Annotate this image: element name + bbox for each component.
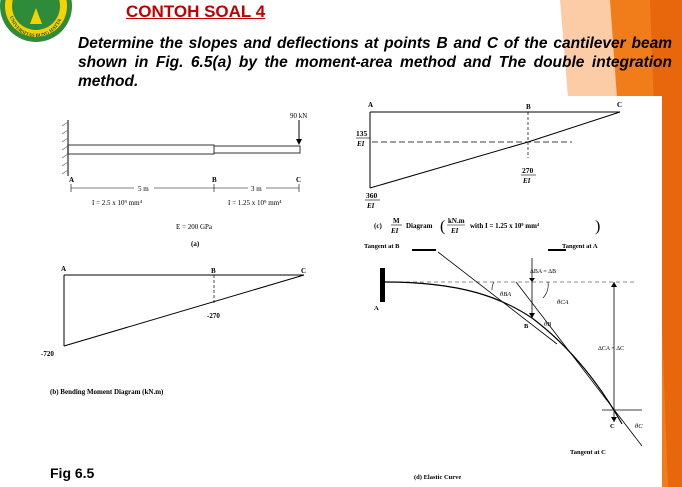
mei-point-a-label: A: [368, 101, 373, 109]
tangent-a-label: Tangent at A: [562, 243, 598, 250]
figure-d-elastic-curve: Tangent at B Tangent at A A ΔBA = ΔB ΔCA…: [364, 243, 643, 481]
figure-label: Fig 6.5: [50, 465, 95, 481]
mei-point-b-label: B: [526, 103, 531, 111]
tangent-at-b-line: [437, 251, 558, 345]
delta-ca-label: ΔCA = ΔC: [598, 346, 624, 352]
beam-segment-bc: [213, 145, 301, 154]
theta-b-label: θB: [544, 321, 551, 328]
mei-point-c-label: C: [617, 101, 622, 109]
beam-segment-ab: [67, 144, 215, 155]
elastic-support: [380, 268, 385, 302]
theta-ba-label: θBA: [500, 291, 511, 298]
mei-segment-ab: [369, 141, 529, 189]
fixed-support-hatch: [61, 121, 69, 175]
mei-value-270-num: 270: [522, 166, 534, 175]
mei-value-360-num: 360: [366, 191, 378, 200]
bmd-moment-line: [63, 274, 305, 347]
figure-b-caption: (b) Bending Moment Diagram (kN.m): [50, 388, 164, 396]
figure-c-paren-close: ): [595, 218, 600, 235]
theta-c-label: θC: [635, 423, 643, 430]
figure-d-caption: (d) Elastic Curve: [414, 474, 461, 481]
point-c-label: C: [296, 176, 301, 184]
bmd-value-b: -270: [207, 312, 220, 320]
figure-c-m-ei-diagram: A B C 135 EI 270 EI 360 EI (c) M EI Diag…: [356, 101, 622, 235]
figure-c-caption-mid: Diagram: [406, 222, 433, 230]
length-ab-label: 5 m: [138, 185, 149, 193]
point-a-label: A: [69, 176, 74, 184]
figure-c-caption-frac-den: EI: [390, 227, 399, 235]
figure-a-beam: 90 kN A B C 5 m 3 m I = 2.5 x 10⁹ mm⁴ I …: [61, 112, 307, 248]
figure-c-caption-prefix: (c): [374, 222, 382, 230]
mei-value-270-den: EI: [522, 177, 531, 185]
problem-statement: Determine the slopes and deflections at …: [78, 35, 672, 90]
bmd-point-b-label: B: [211, 267, 216, 275]
delta-ba-label: ΔBA = ΔB: [530, 269, 556, 275]
figure-c-paren-open: (: [440, 218, 445, 235]
theta-ca-label: θCA: [557, 299, 569, 306]
modulus-label: E = 200 GPa: [176, 223, 213, 231]
tangent-c-label: Tangent at C: [570, 449, 606, 456]
mei-value-135-den: EI: [356, 140, 365, 148]
mei-value-360-den: EI: [366, 202, 375, 210]
elastic-point-a-label: A: [374, 305, 379, 312]
mei-value-135-num: 135: [356, 129, 368, 138]
length-bc-label: 3 m: [251, 185, 262, 193]
elastic-curve: [384, 281, 623, 425]
figure-c-caption-unit-den: EI: [450, 227, 459, 235]
figure-c-caption-unit-num: kN.m: [448, 217, 465, 225]
slide-title: CONTOH SOAL 4: [126, 2, 266, 21]
elastic-point-c-label: C: [610, 423, 615, 430]
figure-panel-right: [352, 96, 662, 487]
university-logo: UNIVERSITAS BUNG HATTA: [0, 0, 72, 42]
figure-b-moment-diagram: A B C -270 -720 (b) Bending Moment Diagr…: [41, 265, 306, 396]
inertia-ab-label: I = 2.5 x 10⁹ mm⁴: [92, 199, 143, 207]
inertia-bc-label: I = 1.25 x 10⁹ mm⁴: [228, 199, 282, 207]
load-label: 90 kN: [290, 112, 307, 120]
bmd-point-c-label: C: [301, 267, 306, 275]
figure-c-caption-suffix: with I = 1.25 x 10⁹ mm⁴: [470, 222, 540, 230]
elastic-point-b-label: B: [524, 323, 529, 330]
mei-segment-bc: [527, 111, 621, 143]
tangent-at-c-line: [515, 281, 643, 447]
bmd-value-a: -720: [41, 350, 54, 358]
point-b-label: B: [212, 176, 217, 184]
figure-a-caption: (a): [191, 240, 200, 248]
bmd-point-a-label: A: [61, 265, 66, 273]
tangent-b-label: Tangent at B: [364, 243, 400, 250]
figure-c-caption-frac-num: M: [393, 217, 400, 225]
